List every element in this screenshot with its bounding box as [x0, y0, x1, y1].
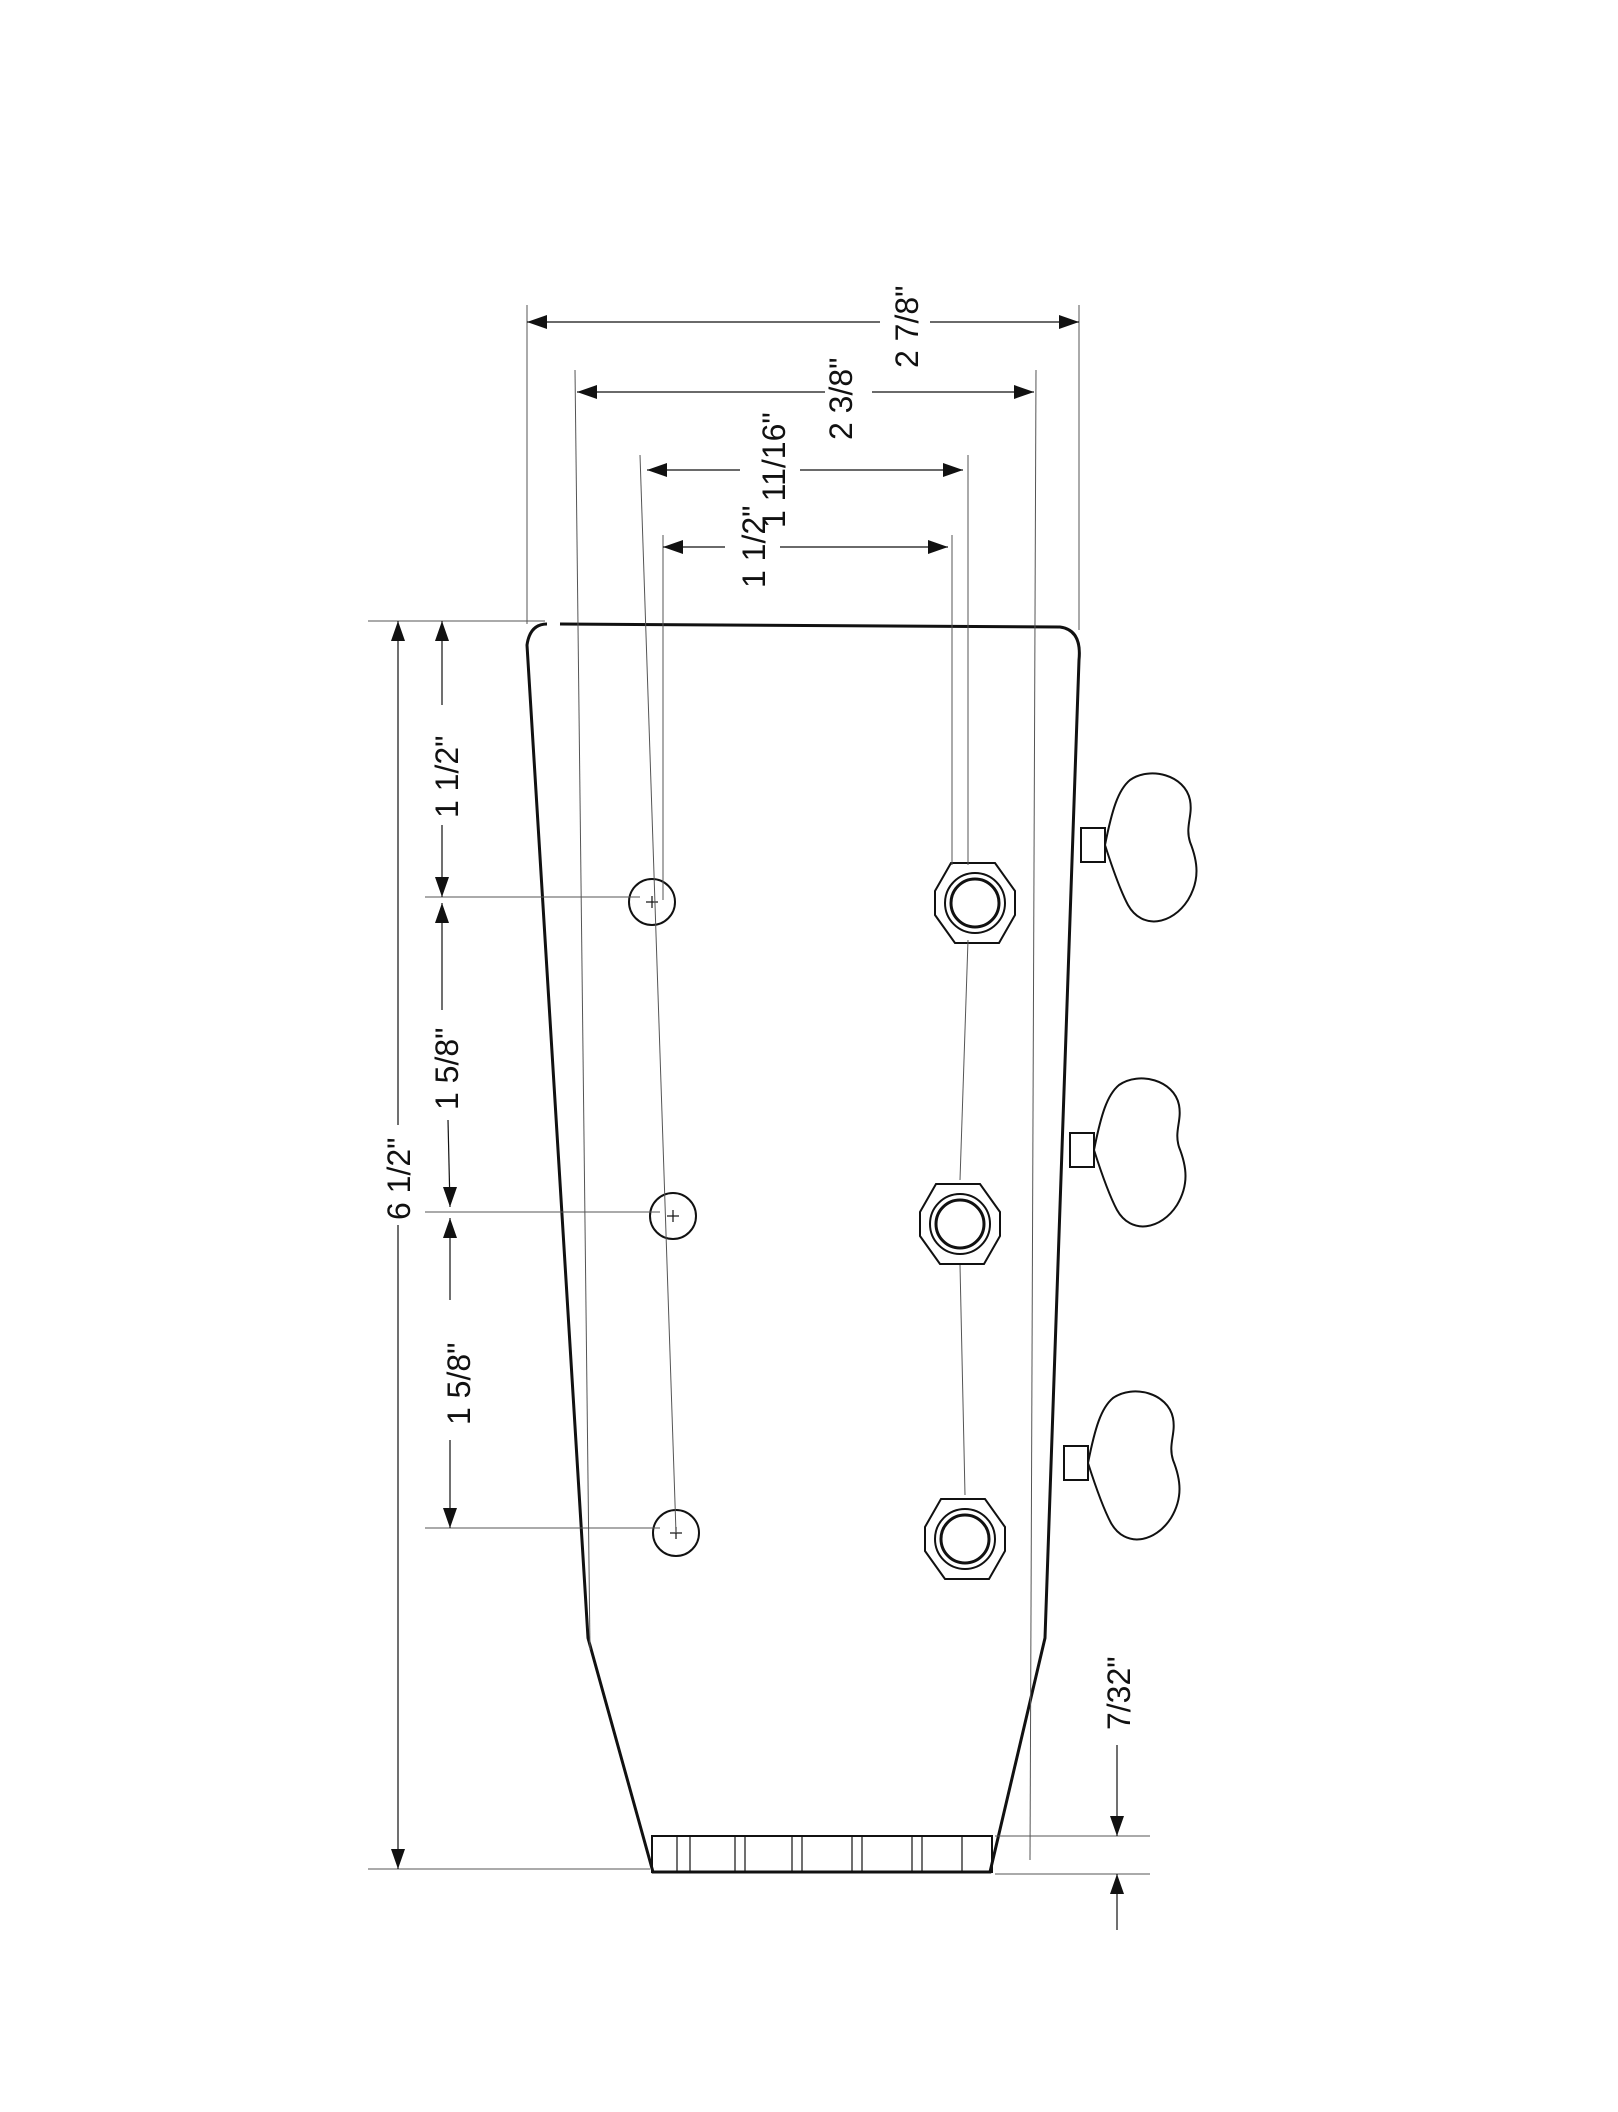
label-overall-width: 2 7/8"	[889, 285, 925, 368]
dim-overall-width: 2 7/8"	[527, 285, 1079, 368]
dim-overall-length: 6 1/2"	[381, 621, 417, 1869]
dim-post-spacing-upper: 1 5/8"	[429, 903, 465, 1208]
hole-middle	[649, 1192, 697, 1240]
label-inner-hole-span: 1 1/2"	[736, 505, 772, 588]
label-outer-hole-span: 2 3/8"	[823, 357, 859, 440]
label-top-to-first-post: 1 1/2"	[429, 735, 465, 818]
label-post-spacing-lower: 1 5/8"	[441, 1342, 477, 1425]
tuner-post-middle	[919, 1183, 1001, 1265]
dim-inner-hole-span: 1 1/2"	[663, 505, 948, 588]
dim-post-spacing-lower: 1 5/8"	[441, 1218, 477, 1528]
dim-top-to-first-post: 1 1/2"	[429, 621, 465, 897]
tuner-key-lower	[1063, 1390, 1181, 1541]
extension-lines-vertical	[526, 305, 1080, 1861]
label-overall-length: 6 1/2"	[381, 1137, 417, 1220]
tuner-post-upper	[934, 862, 1016, 944]
nut	[651, 1835, 993, 1873]
tuner-post-lower	[924, 1498, 1006, 1580]
dim-inner-span: 1 11/16"	[647, 412, 963, 528]
extension-lines-horizontal	[368, 620, 1150, 1875]
hole-upper	[628, 878, 676, 926]
headstock-outline	[525, 622, 1081, 1874]
tuner-key-upper	[1080, 772, 1198, 923]
tuner-key-middle	[1069, 1077, 1187, 1228]
label-nut-thickness: 7/32"	[1101, 1656, 1137, 1730]
label-inner-span: 1 11/16"	[756, 412, 792, 528]
label-post-spacing-upper: 1 5/8"	[429, 1027, 465, 1110]
dim-outer-hole-span: 2 3/8"	[577, 357, 1034, 440]
dim-nut-thickness: 7/32"	[1101, 1656, 1137, 1930]
